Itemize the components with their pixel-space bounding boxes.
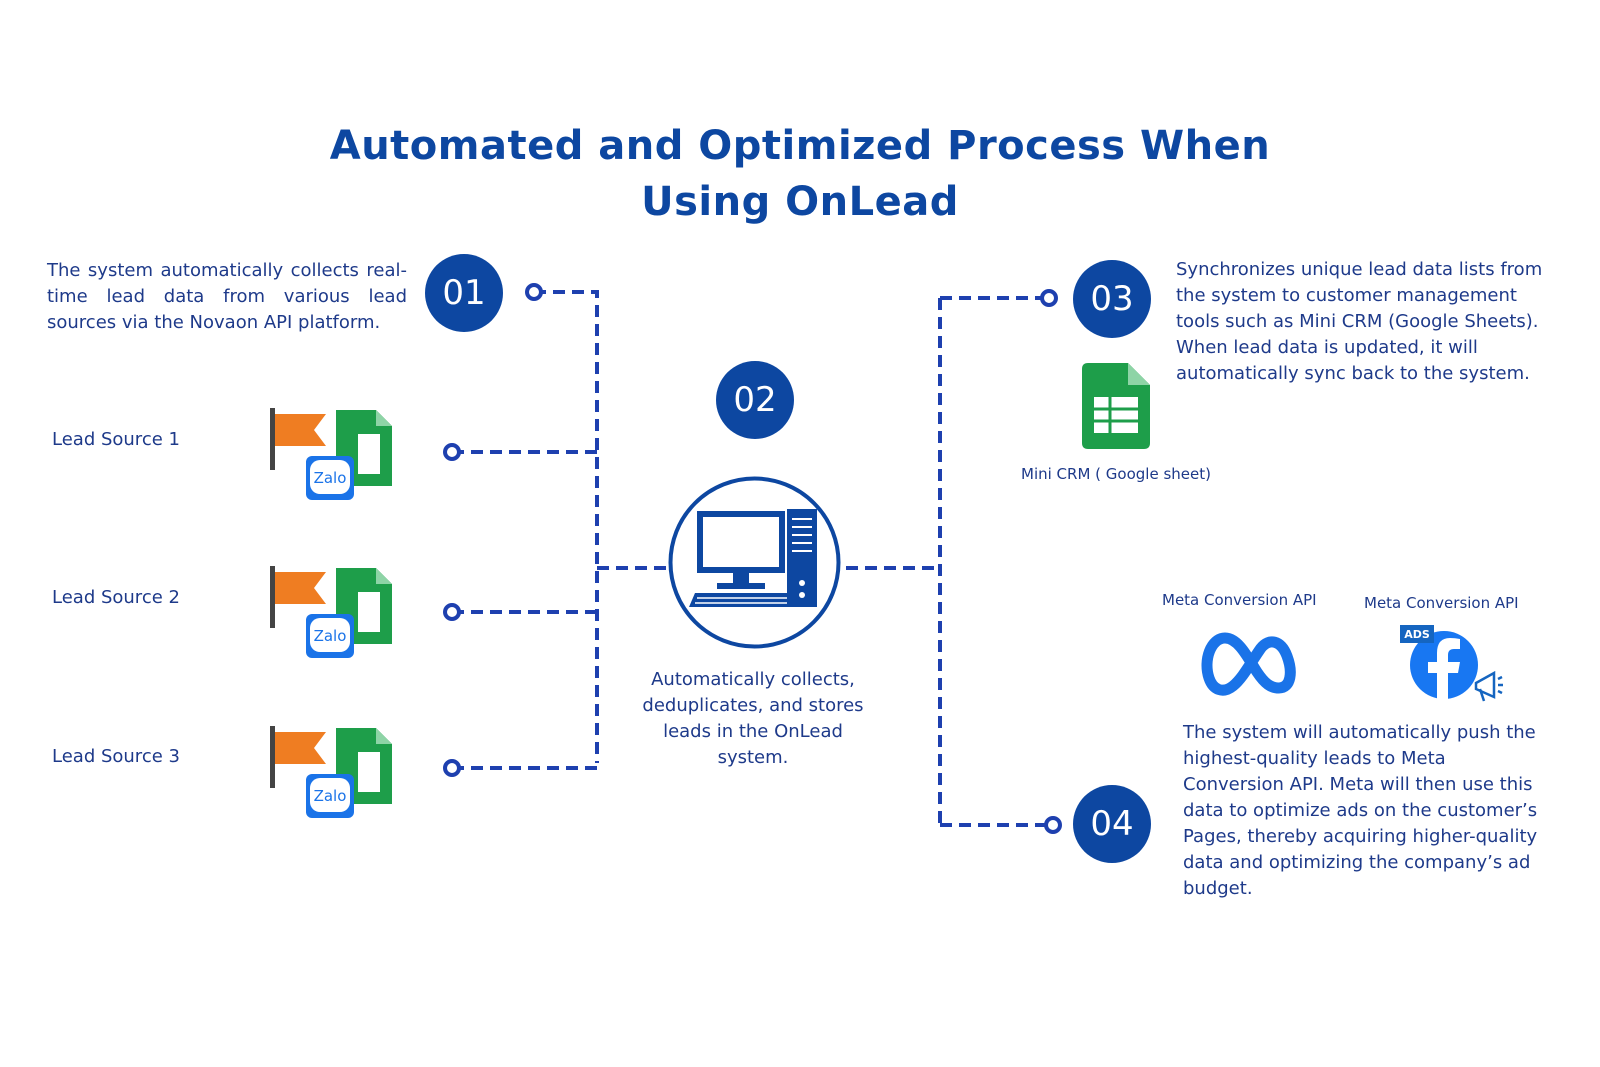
connector-dot (1044, 816, 1062, 834)
title-line-1: Automated and Optimized Process When (329, 123, 1271, 169)
lead-source-3-label: Lead Source 3 (52, 746, 180, 767)
connector-dot (443, 443, 461, 461)
step-1-badge: 01 (425, 254, 503, 332)
zalo-icon: Zalo (306, 456, 354, 500)
connector-dot (443, 759, 461, 777)
meta-conversion-label-1: Meta Conversion API (1162, 591, 1317, 609)
meta-logo-icon (1199, 630, 1299, 696)
computer-icon (667, 475, 842, 650)
lead-source-1-icons: Zalo (270, 408, 395, 508)
svg-text:Zalo: Zalo (314, 469, 347, 487)
facebook-ads-icon: ADS (1400, 625, 1505, 705)
flag-icon (270, 566, 326, 628)
step-4-text: The system will automatically push the h… (1183, 722, 1538, 899)
zalo-icon: Zalo (306, 774, 354, 818)
step-3-text-line-1: Synchronizes unique lead data lists from… (1176, 259, 1543, 332)
lead-source-3-icons: Zalo (270, 726, 395, 826)
connector-dot (443, 603, 461, 621)
google-sheets-icon (1082, 363, 1152, 449)
meta-conversion-label-2: Meta Conversion API (1364, 594, 1519, 612)
svg-text:ADS: ADS (1404, 628, 1430, 641)
lead-source-2-label: Lead Source 2 (52, 587, 180, 608)
connector-dot (1040, 289, 1058, 307)
diagram-title: Automated and Optimized Process When Usi… (0, 118, 1600, 230)
flag-icon (270, 408, 326, 470)
step-3-text-line-2: When lead data is updated, it will autom… (1176, 337, 1530, 384)
zalo-icon: Zalo (306, 614, 354, 658)
step-4-badge: 04 (1073, 785, 1151, 863)
step-1-text: The system automatically collects real-t… (47, 260, 407, 333)
step-2-badge: 02 (716, 361, 794, 439)
connector-dot (525, 283, 543, 301)
step-3-badge: 03 (1073, 260, 1151, 338)
lead-source-1-label: Lead Source 1 (52, 429, 180, 450)
step-2-text: Automatically collects, deduplicates, an… (642, 669, 864, 768)
svg-text:Zalo: Zalo (314, 627, 347, 645)
mini-crm-label: Mini CRM ( Google sheet) (1021, 465, 1211, 483)
title-line-2: Using OnLead (641, 179, 959, 225)
flag-icon (270, 726, 326, 788)
lead-source-2-icons: Zalo (270, 566, 395, 666)
svg-text:Zalo: Zalo (314, 787, 347, 805)
step-3-text: Synchronizes unique lead data lists from… (1176, 257, 1556, 387)
